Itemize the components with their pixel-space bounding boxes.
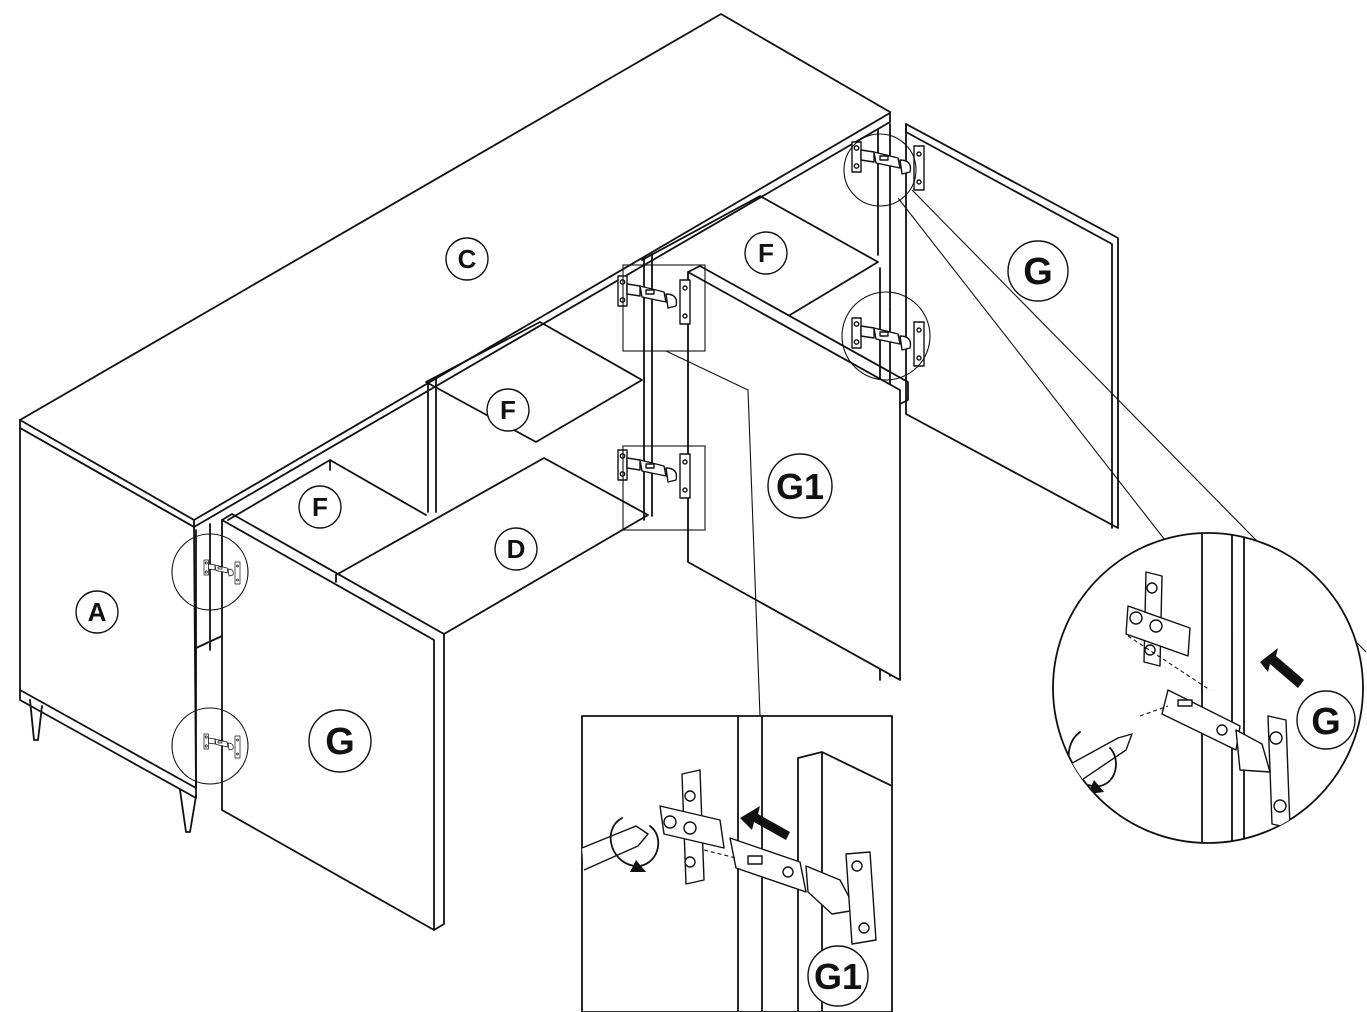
divider-right-edge — [877, 123, 891, 311]
door-right — [905, 123, 1119, 529]
svg-text:A: A — [88, 597, 107, 627]
callout-circle — [171, 707, 249, 785]
shelf-upper-right — [641, 195, 879, 316]
leg-back — [179, 789, 197, 833]
svg-text:G1: G1 — [814, 956, 862, 997]
hinge-icon — [617, 275, 691, 325]
label-detail-right: G — [1296, 690, 1356, 750]
leader-line — [897, 197, 1191, 573]
leg-front — [29, 699, 43, 741]
label-shelf-upper-right: F — [744, 231, 788, 275]
label-bottom-panel: D — [494, 527, 538, 571]
svg-text:G: G — [1311, 701, 1341, 743]
label-shelf-left: F — [298, 485, 342, 529]
callout-circle — [171, 533, 249, 611]
hinge-icon — [617, 449, 691, 499]
screwdriver-icon — [582, 825, 649, 871]
label-door-left: G — [308, 709, 372, 773]
callout-circle — [843, 133, 917, 207]
divider-left — [427, 377, 437, 513]
push-arrow-icon — [740, 806, 790, 840]
detail-right: G — [1052, 532, 1364, 844]
push-arrow-icon — [1260, 648, 1304, 688]
svg-text:F: F — [500, 395, 516, 425]
label-door-middle: G1 — [767, 453, 833, 519]
detail-center: G1 — [581, 715, 893, 1012]
svg-text:C: C — [458, 244, 477, 274]
bottom-panel — [335, 457, 649, 635]
label-side-panel: A — [75, 590, 119, 634]
callout-circle — [841, 291, 931, 381]
leader-line — [665, 350, 761, 717]
svg-text:G: G — [325, 721, 355, 763]
callout-box — [622, 445, 706, 531]
label-top-panel: C — [445, 237, 489, 281]
svg-text:F: F — [312, 492, 328, 522]
svg-text:G1: G1 — [776, 466, 824, 507]
callout-box — [622, 264, 706, 352]
label-detail-center: G1 — [807, 945, 869, 1007]
svg-text:F: F — [758, 238, 774, 268]
svg-text:G: G — [1023, 251, 1053, 293]
label-door-right: G — [1007, 240, 1069, 302]
svg-text:D: D — [507, 534, 526, 564]
label-shelf-middle: F — [486, 388, 530, 432]
